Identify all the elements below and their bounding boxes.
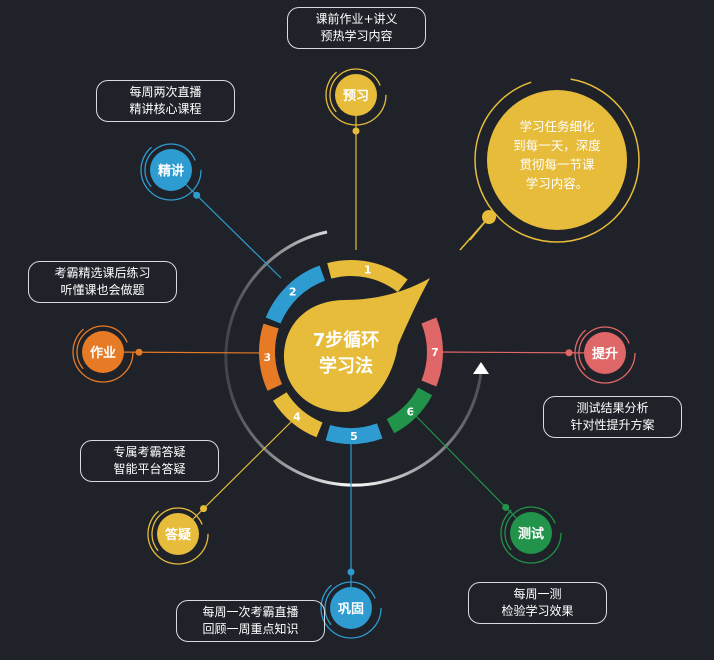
connector-line-2	[170, 169, 282, 279]
connector-line-4	[177, 419, 294, 535]
ring-segment-6	[386, 387, 433, 434]
node-circle-2	[150, 149, 192, 191]
step-description-line: 测试结果分析	[576, 401, 649, 415]
node-label-4: 答疑	[165, 527, 191, 543]
step-description-line: 考霸精选课后练习	[54, 266, 151, 280]
center-title-line1: 7步循环	[313, 329, 380, 351]
node-inner-ring-5	[324, 581, 378, 635]
step-description-line: 智能平台答疑	[113, 462, 186, 476]
step-description-box-7: 测试结果分析针对性提升方案	[543, 396, 682, 438]
step-description-box-6: 每周一测检验学习效果	[468, 582, 607, 624]
connector-line-6	[411, 411, 532, 534]
step-description-box-4: 专属考霸答疑智能平台答疑	[80, 440, 219, 482]
ring-step-number-3: 3	[263, 351, 271, 364]
node-label-7: 提升	[592, 346, 618, 362]
node-outer-ring-3	[72, 321, 134, 383]
ring-segment-3	[259, 323, 283, 391]
step-description-box-5: 每周一次考霸直播回顾一周重点知识	[176, 600, 325, 642]
ring-step-number-5: 5	[350, 430, 358, 443]
center-title-line2: 学习法	[319, 355, 373, 377]
connector-dot-2	[193, 191, 201, 199]
bubble-dot	[482, 210, 496, 224]
node-inner-ring-4	[151, 507, 205, 561]
connector-dot-4	[200, 505, 208, 513]
step-description-line: 每周一次考霸直播	[202, 605, 299, 619]
bubble-outer-ring	[474, 77, 640, 243]
node-circle-5	[330, 587, 372, 629]
step-description-line: 专属考霸答疑	[113, 445, 186, 459]
segmented-ring: 1 2 3 4 5 6 7	[259, 260, 443, 444]
bubble-text-line: 贯彻每一节课	[519, 157, 595, 172]
node-label-3: 作业	[90, 345, 116, 361]
node-circle-1	[335, 74, 377, 116]
ring-segment-1	[327, 260, 408, 293]
node-inner-ring-6	[504, 506, 558, 560]
node-outer-ring-7	[574, 322, 636, 384]
step-description-line: 回顾一周重点知识	[202, 622, 299, 636]
ring-arrow-icon	[473, 362, 489, 374]
ring-step-number-4: 4	[293, 410, 301, 423]
node-circle-4	[157, 513, 199, 555]
connector-lines	[102, 95, 606, 608]
ring-step-number-6: 6	[407, 405, 415, 418]
bubble-text-line: 学习内容。	[526, 176, 589, 191]
node-label-1: 预习	[343, 89, 369, 104]
step-description-line: 检验学习效果	[501, 604, 574, 618]
bubble-connector-line-2	[459, 216, 490, 251]
ring-segment-5	[325, 423, 383, 444]
node-label-2: 精讲	[158, 163, 184, 179]
connector-dot-6	[502, 503, 510, 511]
ring-step-number-7: 7	[431, 346, 439, 359]
step-description-line: 每周两次直播	[129, 85, 202, 99]
connector-dot-1	[352, 127, 360, 135]
step-description-box-3: 考霸精选课后练习听懂课也会做题	[28, 261, 177, 303]
step-description-line: 听懂课也会做题	[60, 283, 145, 297]
node-outer-ring-4	[147, 503, 209, 565]
node-circle-3	[82, 331, 124, 373]
step-description-line: 课前作业+讲义	[315, 12, 398, 26]
node-circle-6	[510, 512, 552, 554]
step-description-line: 每周一测	[513, 587, 562, 601]
outer-ring-arc	[224, 230, 483, 487]
step-description-line: 精讲核心课程	[129, 102, 202, 116]
connector-line-7	[435, 351, 606, 354]
step-description-box-2: 每周两次直播精讲核心课程	[96, 80, 235, 122]
node-label-5: 巩固	[338, 602, 364, 617]
bubble-text-line: 到每一天，深度	[513, 138, 601, 153]
step-description-line: 预热学习内容	[320, 29, 393, 43]
node-inner-ring-3	[76, 325, 130, 379]
bubble-circle	[487, 90, 627, 230]
connector-dot-3	[135, 348, 143, 356]
ring-segment-4	[272, 392, 323, 438]
ring-step-number-2: 2	[289, 286, 297, 299]
center-drop-shape	[284, 278, 430, 412]
node-outer-ring-1	[325, 64, 387, 126]
node-circle-7	[584, 332, 626, 374]
node-label-6: 测试	[518, 526, 544, 542]
ring-step-number-1: 1	[364, 264, 372, 277]
connector-line-3	[102, 351, 268, 354]
ring-segment-2	[265, 265, 326, 324]
connector-dot-5	[347, 568, 355, 576]
step-description-box-1: 课前作业+讲义预热学习内容	[287, 7, 426, 49]
node-outer-ring-6	[500, 502, 562, 564]
node-inner-ring-7	[578, 326, 632, 380]
step-description-line: 针对性提升方案	[570, 418, 655, 432]
connector-dot-7	[565, 349, 573, 357]
ring-segment-7	[421, 317, 443, 387]
bubble-text-line: 学习任务细化	[519, 119, 595, 134]
node-outer-ring-2	[140, 139, 202, 201]
node-inner-ring-2	[144, 143, 198, 197]
